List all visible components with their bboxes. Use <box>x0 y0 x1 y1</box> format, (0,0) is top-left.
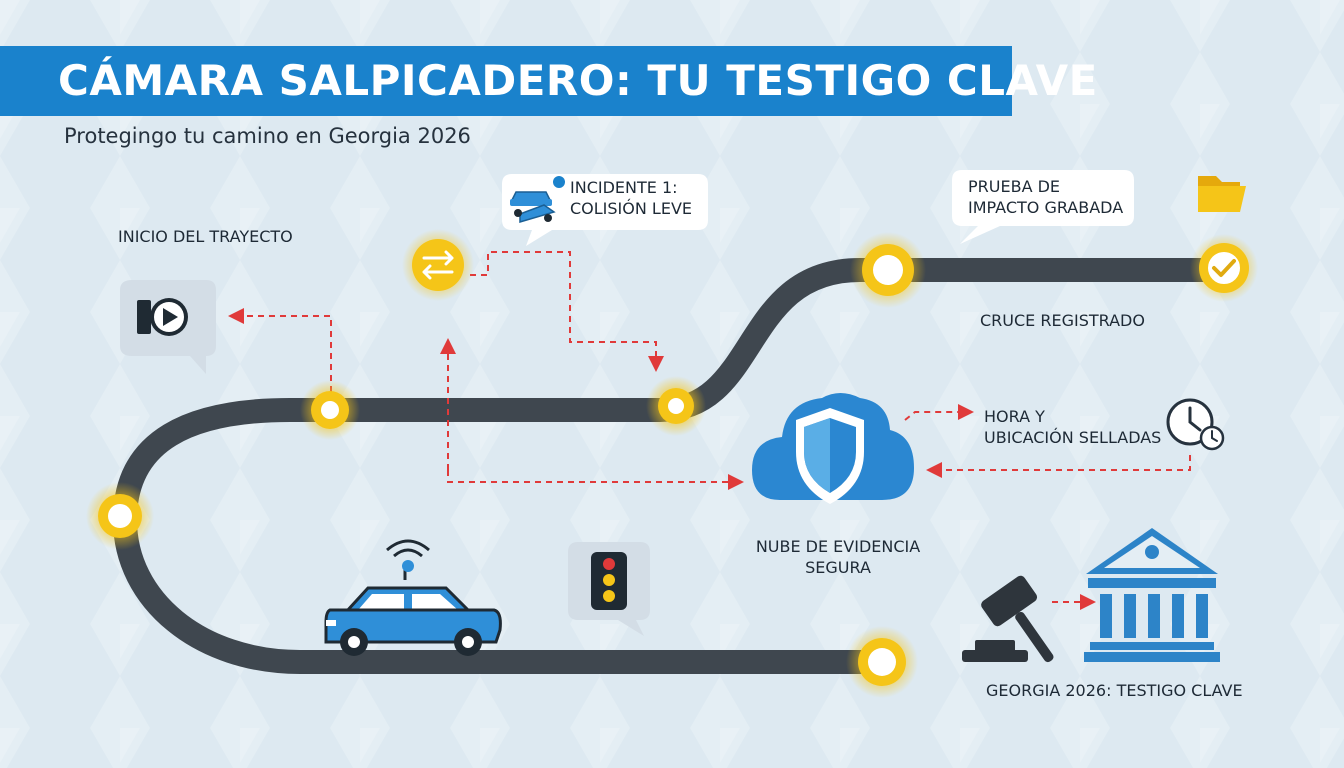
label-incident-line1: INCIDENTE 1: <box>570 178 678 197</box>
connected-car-icon <box>324 539 502 656</box>
label-proof-line1: PRUEBA DE <box>968 177 1061 196</box>
arrow-to-cloud <box>447 470 744 490</box>
page-subtitle: Protegingo tu camino en Georgia 2026 <box>64 124 471 148</box>
node-start <box>86 482 154 550</box>
cloud-shield-icon <box>752 393 914 504</box>
node-end-bottom <box>846 626 918 698</box>
label-georgia: GEORGIA 2026: TESTIGO CLAVE <box>986 681 1243 700</box>
courthouse-icon <box>1084 528 1220 662</box>
checkmark-icon <box>1212 259 1236 277</box>
arrow-clock-to-cloud <box>926 455 1191 478</box>
node-check <box>1190 234 1258 302</box>
label-cloud-line1: NUBE DE EVIDENCIA <box>755 537 921 556</box>
collision-cars-icon <box>510 191 556 224</box>
label-cloud: NUBE DE EVIDENCIA SEGURA <box>748 536 928 578</box>
route-nodes <box>86 229 1258 698</box>
node-incident-icon <box>402 229 474 301</box>
traffic-light-icon <box>568 542 650 636</box>
gavel-icon <box>962 575 1054 663</box>
label-incident-line2: COLISIÓN LEVE <box>570 199 692 218</box>
page-title: CÁMARA SALPICADERO: TU TESTIGO CLAVE <box>58 56 1098 105</box>
title-band <box>0 46 1012 116</box>
info-badge-icon <box>553 176 565 188</box>
incident-callout <box>502 174 708 246</box>
arrow-cloud-to-time <box>904 404 974 421</box>
label-crossing: CRUCE REGISTRADO <box>980 311 1145 330</box>
road-path <box>113 258 1237 674</box>
label-time-line2: UBICACIÓN SELLADAS <box>984 428 1162 447</box>
label-time-line1: HORA Y <box>984 407 1045 426</box>
clock-icon <box>1166 398 1225 451</box>
label-time: HORA Y UBICACIÓN SELLADAS <box>984 406 1161 448</box>
node-proof <box>850 232 926 308</box>
node-first <box>300 380 360 440</box>
arrow-start-to-camera <box>228 308 332 392</box>
label-proof-line2: IMPACTO GRABADA <box>968 198 1124 217</box>
label-proof: PRUEBA DE IMPACTO GRABADA <box>968 176 1123 218</box>
connector-arrows <box>228 251 1191 610</box>
node-incident <box>646 376 706 436</box>
video-camera-icon <box>120 280 216 374</box>
label-incident: INCIDENTE 1: COLISIÓN LEVE <box>570 177 692 219</box>
label-start: INICIO DEL TRAYECTO <box>118 227 293 246</box>
arrow-incident-route <box>470 251 664 372</box>
folder-icon <box>1198 176 1246 212</box>
proof-callout <box>952 170 1134 244</box>
label-cloud-line2: SEGURA <box>805 558 871 577</box>
